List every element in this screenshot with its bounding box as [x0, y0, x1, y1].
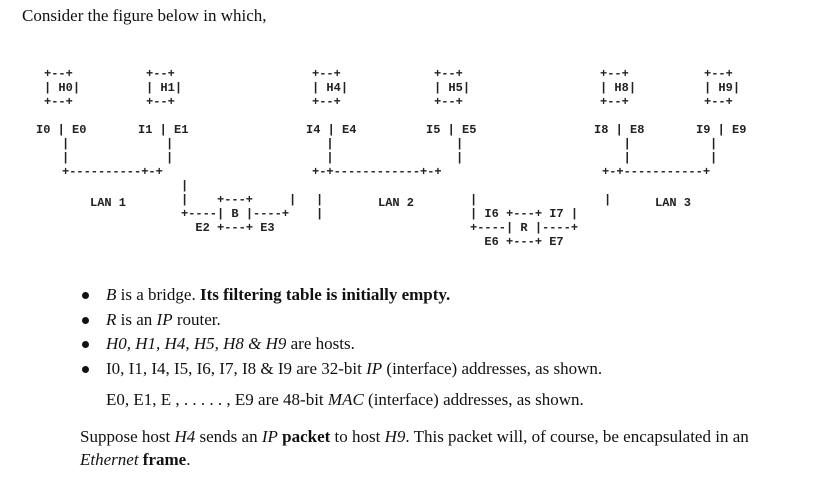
host-h1-label: H1 [160, 81, 175, 95]
mac-e9: E9 [732, 123, 747, 137]
bullet-router: R is an IP router. [80, 308, 602, 333]
host-h1-addresses: I1 | E1 [138, 123, 189, 137]
intro-text: Consider the figure below in which, [22, 6, 267, 25]
host-h9-box: +--+ | H9| +--+ [704, 67, 741, 109]
host-h9-label: H9 [718, 81, 733, 95]
lan3-label: LAN 3 [655, 196, 692, 210]
host-h4-addresses: I4 | E4 [306, 123, 357, 137]
mac-e0: E0 [72, 123, 87, 137]
lan3-segment: | | | | +-+-----------+ [602, 137, 718, 179]
ip-i0: I0 [36, 123, 51, 137]
ip-i9: I9 [696, 123, 711, 137]
network-diagram: +--+ | H0| +--+ I0 | E0 | | +----------+… [36, 67, 747, 249]
bullet-ip-addresses: I0, I1, I4, I5, I6, I7, I8 & I9 are 32-b… [80, 357, 602, 382]
h1-link: | | [166, 137, 174, 165]
ip-i8: I8 [594, 123, 609, 137]
host-h5-label: H5 [448, 81, 463, 95]
lan2-label: LAN 2 [378, 196, 415, 210]
lan2-segment: | | +-+------------+-+ [312, 137, 442, 179]
router-mac-e6: E6 [484, 235, 499, 249]
lan2-to-bridge: | | [316, 193, 324, 221]
bridge-mac-e3: E3 [260, 221, 275, 235]
host-h8-addresses: I8 | E8 [594, 123, 645, 137]
bridge-label: B [231, 207, 239, 221]
bullet-list: B is a bridge. Its filtering table is in… [80, 283, 602, 381]
lan3-to-router: | [604, 193, 612, 207]
bullet-hosts: H0, H1, H4, H5, H8 & H9 are hosts. [80, 332, 602, 357]
ip-i5: I5 [426, 123, 441, 137]
router-ip-i7: I7 [549, 207, 564, 221]
router-ip-i6: I6 [484, 207, 499, 221]
question-text: Suppose host H4 sends an IP packet to ho… [80, 427, 749, 469]
ip-i4: I4 [306, 123, 321, 137]
host-h4-box: +--+ | H4| +--+ [312, 67, 349, 109]
host-h0-label: H0 [58, 81, 73, 95]
host-h4-label: H4 [326, 81, 341, 95]
mac-addresses-line: E0, E1, E , . . . . . , E9 are 48-bit MA… [106, 390, 584, 409]
host-h9-addresses: I9 | E9 [696, 123, 747, 137]
h5-link: | | [456, 137, 464, 165]
host-h1-box: +--+ | H1| +--+ [146, 67, 183, 109]
host-h0-box: +--+ | H0| +--+ [44, 67, 81, 109]
host-h0-addresses: I0 | E0 [36, 123, 87, 137]
router-links: | | I6 +---+ I7 | +----| R |----+ E6 +--… [470, 193, 579, 249]
lan1-label: LAN 1 [90, 196, 127, 210]
host-h5-addresses: I5 | E5 [426, 123, 477, 137]
mac-e4: E4 [342, 123, 357, 137]
host-h8-box: +--+ | H8| +--+ [600, 67, 637, 109]
bridge-links: | | +---+ | +----| B |----+ E2 +---+ E3 [181, 179, 297, 235]
host-h8-label: H8 [614, 81, 629, 95]
router-label: R [520, 221, 528, 235]
ip-i1: I1 [138, 123, 153, 137]
bridge-mac-e2: E2 [195, 221, 210, 235]
bullet-bridge: B is a bridge. Its filtering table is in… [80, 283, 602, 308]
mac-e5: E5 [462, 123, 477, 137]
host-h5-box: +--+ | H5| +--+ [434, 67, 471, 109]
mac-e8: E8 [630, 123, 645, 137]
mac-e1: E1 [174, 123, 189, 137]
h0-link: | | +----------+-+ [62, 137, 163, 179]
router-mac-e7: E7 [549, 235, 564, 249]
